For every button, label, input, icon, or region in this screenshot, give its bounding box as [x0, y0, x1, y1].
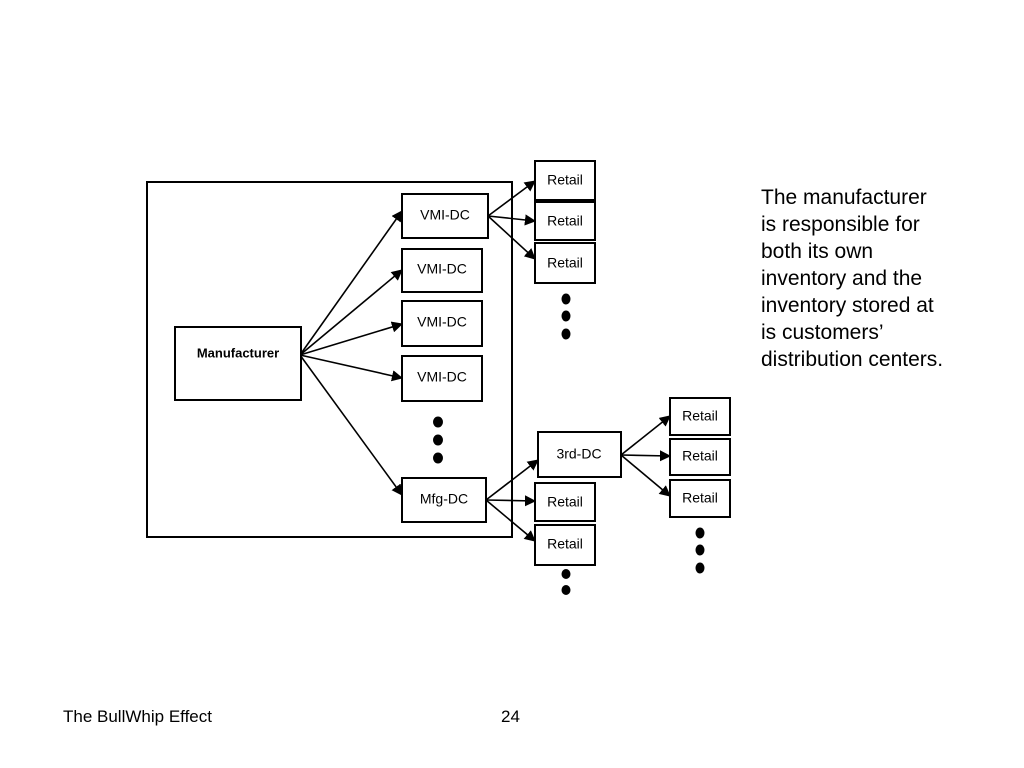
note-line: is customers’: [761, 321, 884, 344]
page-number: 24: [501, 707, 520, 726]
retail-label: Retail: [547, 172, 583, 188]
edge-vmi1-retail3: [487, 215, 536, 260]
note-line: is responsible for: [761, 213, 920, 236]
edges: [299, 180, 672, 542]
edge-mfr-vmi1: [299, 210, 403, 356]
retail-node-6: Retail: [669, 397, 731, 436]
ellipsis-dots-dcs: [433, 416, 443, 464]
note-line: inventory and the: [761, 267, 923, 290]
retail-label: Retail: [547, 494, 583, 510]
retail-label: Retail: [682, 408, 718, 424]
retail-node-8: Retail: [669, 479, 731, 518]
dc-label: Mfg-DC: [420, 491, 468, 507]
dc-node-mfg: Mfg-DC: [401, 477, 487, 523]
edge-mfr-vmi4: [299, 354, 404, 382]
note-line: distribution centers.: [761, 348, 944, 371]
dc-label: VMI-DC: [417, 261, 467, 277]
edge-mfgdc-3rddc: [485, 459, 539, 501]
explanatory-note: The manufacturer is responsible for both…: [761, 184, 1001, 373]
ellipsis-dots-retail-upper: [561, 293, 571, 340]
third-dc-label: 3rd-DC: [556, 446, 601, 462]
note-line: inventory stored at: [761, 294, 934, 317]
dc-label: VMI-DC: [417, 369, 467, 385]
dc-node-third-party: 3rd-DC: [537, 431, 622, 478]
edge-mfgdc-retail4: [485, 495, 537, 507]
retail-label: Retail: [547, 213, 583, 229]
note-line: both its own: [761, 240, 874, 263]
retail-label: Retail: [547, 255, 583, 271]
edge-3rddc-retail8: [620, 454, 671, 497]
dc-label: VMI-DC: [420, 207, 470, 223]
ellipsis-dots-retail-lower: [561, 569, 571, 595]
manufacturer-node: Manufacturer: [174, 326, 302, 401]
footer-title: The BullWhip Effect: [63, 707, 212, 726]
edge-vmi1-retail2: [487, 214, 537, 226]
retail-label: Retail: [547, 536, 583, 552]
retail-label: Retail: [682, 490, 718, 506]
note-line: The manufacturer: [761, 186, 927, 209]
edge-3rddc-retail7: [620, 450, 672, 462]
dc-node-vmi-4: VMI-DC: [401, 355, 483, 402]
edge-mfr-vmi3: [299, 321, 404, 356]
ellipsis-dots-retail-right: [695, 527, 705, 574]
retail-node-4: Retail: [534, 482, 596, 522]
edge-mfr-mfgdc: [299, 354, 403, 496]
edge-mfgdc-retail5: [485, 499, 536, 542]
retail-node-1: Retail: [534, 160, 596, 201]
edge-3rddc-retail6: [620, 415, 671, 456]
retail-node-7: Retail: [669, 438, 731, 476]
edge-vmi1-retail1: [487, 180, 536, 217]
manufacturer-label: Manufacturer: [197, 345, 279, 360]
retail-label: Retail: [682, 448, 718, 464]
dc-label: VMI-DC: [417, 314, 467, 330]
retail-node-2: Retail: [534, 201, 596, 241]
edge-mfr-vmi2: [299, 269, 403, 356]
manufacturer-boundary: [146, 181, 513, 538]
retail-node-3: Retail: [534, 242, 596, 284]
dc-node-vmi-3: VMI-DC: [401, 300, 483, 347]
dc-node-vmi-2: VMI-DC: [401, 248, 483, 293]
retail-node-5: Retail: [534, 524, 596, 566]
dc-node-vmi-1: VMI-DC: [401, 193, 489, 239]
